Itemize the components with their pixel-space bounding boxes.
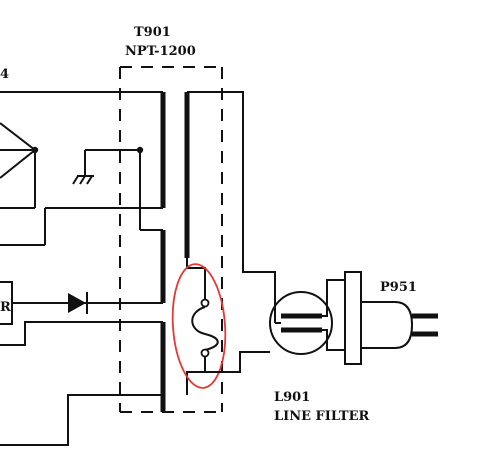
transformer-ref-label: T901 <box>134 25 171 40</box>
power-plug-symbol <box>344 271 438 365</box>
transformer-enclosure <box>119 66 223 413</box>
primary-wiring <box>186 91 276 395</box>
left-circuit <box>0 91 163 446</box>
plug-ref-label: P951 <box>380 280 417 295</box>
left-box-letter-label: R <box>0 300 11 315</box>
left-edge-digit-label: 4 <box>0 67 9 82</box>
line-filter-symbol <box>205 279 345 373</box>
filter-ref-label: L901 <box>274 390 310 405</box>
transformer-part-label: NPT-1200 <box>125 44 196 59</box>
fuse-symbol <box>191 282 219 358</box>
filter-name-label: LINE FILTER <box>274 409 370 424</box>
fuse-highlight-circle <box>171 263 227 389</box>
